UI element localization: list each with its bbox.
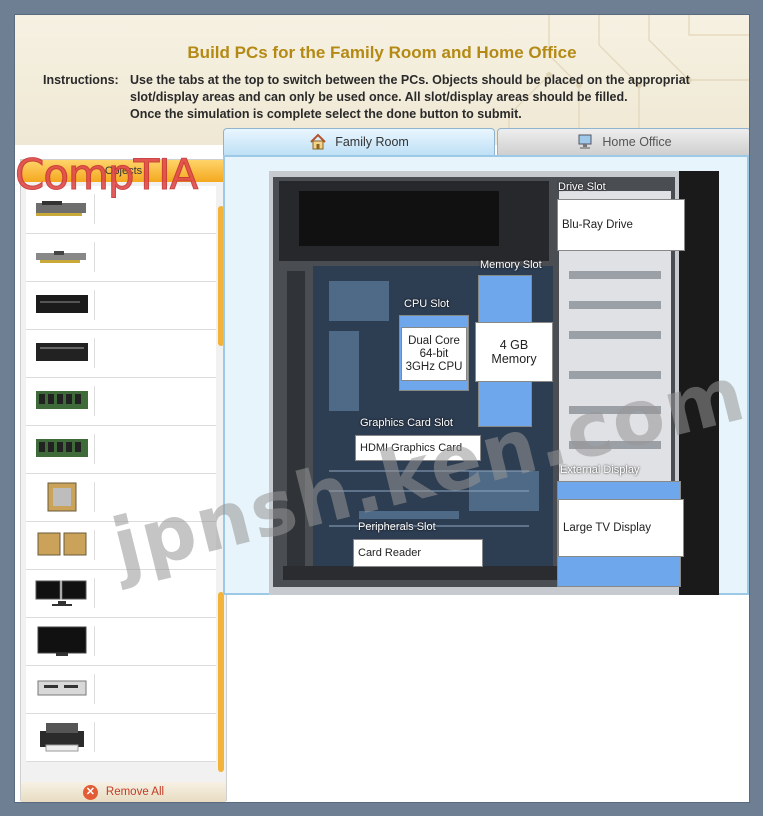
drive-slot-value: Blu-Ray Drive [562,219,633,231]
object-item[interactable] [26,570,216,618]
memory-slot-value-box: 4 GB Memory [475,322,553,382]
cpu-icon [47,482,77,512]
remove-icon: ✕ [82,784,98,800]
objects-panel: Objects [20,159,227,802]
tab-home-office-label: Home Office [602,135,672,149]
object-item[interactable] [26,666,216,714]
object-item[interactable] [26,714,216,762]
graphics-card-slot-label: Graphics Card Slot [360,417,453,429]
simulation-frame: Build PCs for the Family Room and Home O… [14,14,750,803]
peripherals-slot-value: Card Reader [358,547,421,559]
graphics-card-icon [36,201,86,216]
printer-icon [40,723,84,752]
external-display-value-box: Large TV Display [558,499,684,557]
dual-monitor-icon [35,580,87,606]
page-title: Build PCs for the Family Room and Home O… [187,43,577,62]
object-item[interactable] [26,522,216,570]
tab-bar: Family Room Home Office [223,128,749,156]
object-item[interactable] [26,618,216,666]
tab-family-room[interactable]: Family Room [223,128,495,155]
cpu-slot-value-line: 3GHz CPU [405,360,463,373]
drive-slot[interactable]: Blu-Ray Drive [557,199,685,251]
objects-scrollbar[interactable] [218,592,224,772]
computer-icon [578,134,592,149]
object-item[interactable] [26,426,216,474]
tab-family-room-label: Family Room [335,135,409,149]
objects-scrollbar[interactable] [218,206,224,346]
memory-slot-value-line: 4 GB [499,338,529,352]
objects-list [26,186,216,762]
cpu-slot-value-line: Dual Core [408,334,460,347]
cpu-slot-value-box: Dual Core 64-bit 3GHz CPU [401,327,467,381]
drive-slot-label: Drive Slot [558,181,606,193]
peripherals-slot[interactable]: Card Reader [353,539,483,567]
pc-build-workspace: Drive Slot Blu-Ray Drive Memory Slot 4 G… [223,155,749,595]
graphics-card-slot-value: HDMI Graphics Card [360,442,463,454]
instructions-line: Once the simulation is complete select t… [130,107,522,121]
tv-display-icon [37,626,87,656]
instructions-label: Instructions: [43,73,119,87]
memory-slot-label: Memory Slot [480,259,542,271]
peripherals-slot-label: Peripherals Slot [358,521,436,533]
memory-module-icon [36,391,88,409]
card-reader-icon [37,680,87,696]
object-item[interactable] [26,186,216,234]
optical-drive-icon [36,295,88,313]
network-card-icon [36,251,86,263]
object-item[interactable] [26,234,216,282]
object-item[interactable] [26,474,216,522]
house-icon [310,133,326,150]
memory-module-icon [36,439,88,457]
object-item[interactable] [26,330,216,378]
cpu-slot-label: CPU Slot [404,298,450,310]
instructions-line: Use the tabs at the top to switch betwee… [130,73,690,87]
external-display-value: Large TV Display [563,522,651,534]
object-item[interactable] [26,378,216,426]
cpu-pair-icon [37,532,87,556]
cpu-slot-value-line: 64-bit [419,347,449,360]
remove-all-button[interactable]: ✕ Remove All [21,782,226,802]
comptia-logo: CompTIA [15,150,199,200]
external-display-label: External Display [560,464,640,476]
optical-drive-icon [36,343,88,361]
memory-slot-value-line: Memory [491,352,537,366]
objects-panel-header: Objects [21,160,226,182]
object-item[interactable] [26,282,216,330]
remove-all-label: Remove All [105,786,165,798]
instructions-line: slot/display areas and can only be used … [130,90,628,104]
header: Build PCs for the Family Room and Home O… [15,15,749,145]
tab-home-office[interactable]: Home Office [497,128,749,155]
graphics-card-slot[interactable]: HDMI Graphics Card [355,435,481,461]
